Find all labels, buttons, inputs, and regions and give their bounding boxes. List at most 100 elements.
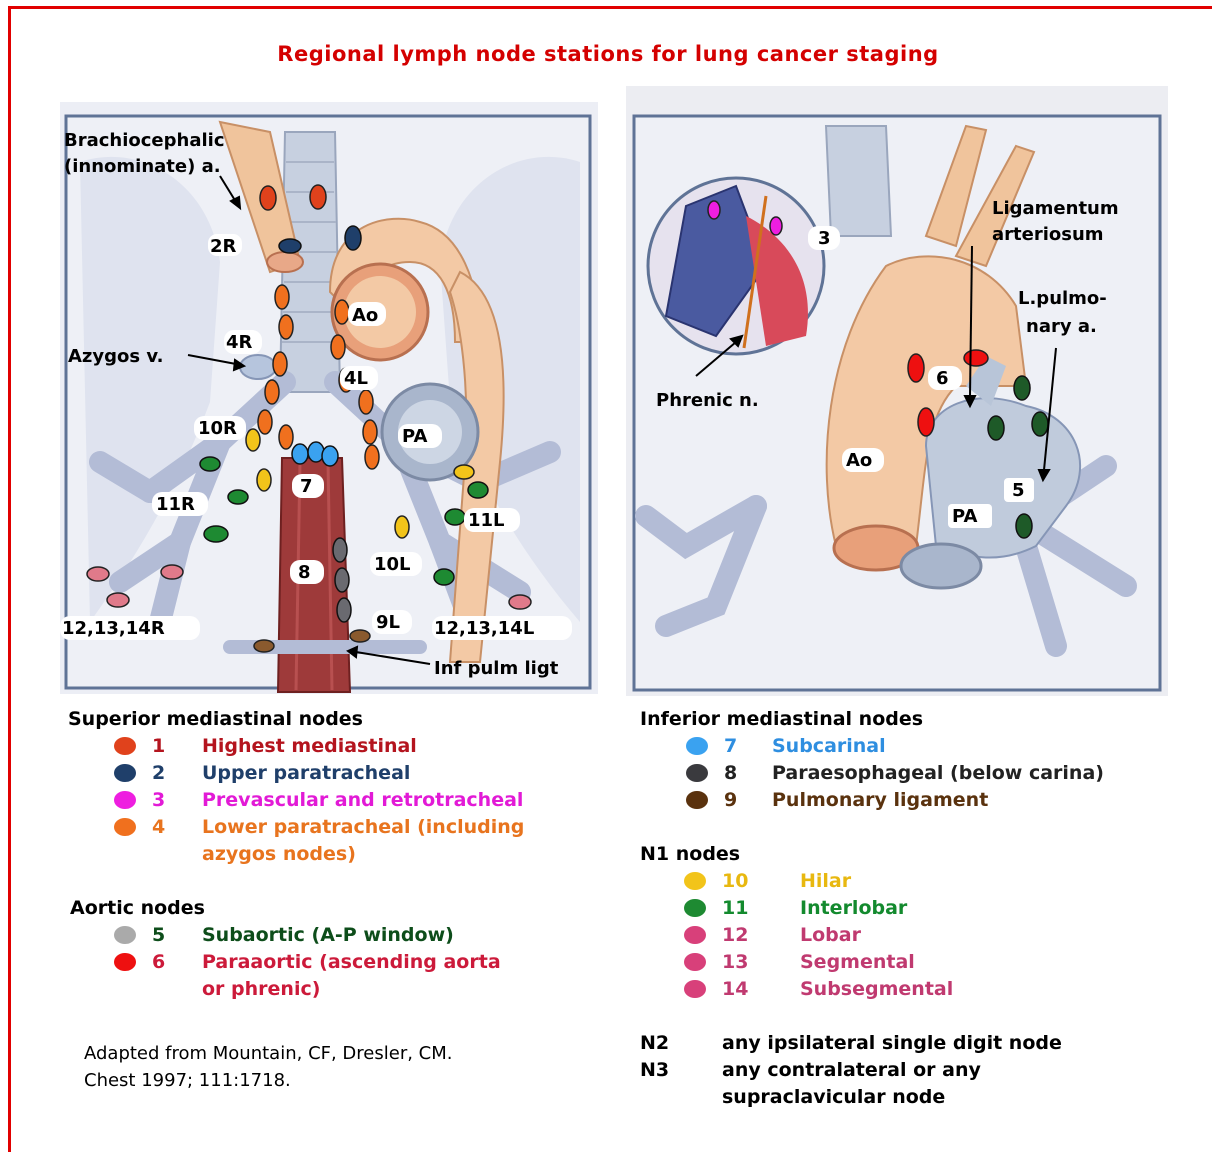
legend-item-7: 7 Subcarinal <box>640 733 1200 760</box>
label-inf-pulm-ligt: Inf pulm ligt <box>434 658 559 679</box>
label-ligamentum: Ligamentum <box>992 198 1119 219</box>
node-dot-10 <box>684 872 706 890</box>
legend-num-8: 8 <box>724 760 737 787</box>
left-anatomy-illustration: Brachiocephalic (innominate) a. Azygos v… <box>60 102 598 694</box>
legend-item-12: 12 Lobar <box>640 922 1200 949</box>
legend-label-11: Interlobar <box>800 895 907 922</box>
node-dot-13 <box>684 953 706 971</box>
legend-label-7: Subcarinal <box>772 733 886 760</box>
legend-item-3: 3 Prevascular and retrotracheal <box>68 787 608 814</box>
node-dot-5 <box>114 926 136 944</box>
legend-item-8: 8 Paraesophageal (below carina) <box>640 760 1200 787</box>
legend-num-12: 12 <box>722 922 748 949</box>
legend-label-14: Subsegmental <box>800 976 953 1003</box>
legend-num-13: 13 <box>722 949 748 976</box>
legend-num-9: 9 <box>724 787 737 814</box>
legend-label-3: Prevascular and retrotracheal <box>202 787 523 814</box>
page-title: Regional lymph node stations for lung ca… <box>0 42 1216 66</box>
legend-num-14: 14 <box>722 976 748 1003</box>
label-phrenic: Phrenic n. <box>656 390 759 411</box>
label-4l: 4L <box>344 368 368 389</box>
legend-num-10: 10 <box>722 868 748 895</box>
label-8: 8 <box>298 562 311 583</box>
legend-superior: Superior mediastinal nodes 1 Highest med… <box>68 706 608 868</box>
legend-num-4: 4 <box>152 814 165 841</box>
legend-item-6: 6 Paraaortic (ascending aorta <box>70 949 610 976</box>
legend-label-4-line2: azygos nodes) <box>202 841 356 868</box>
label-10l: 10L <box>374 554 411 575</box>
label-2r: 2R <box>210 236 237 257</box>
node-dot-3 <box>114 791 136 809</box>
node-dot-12 <box>684 926 706 944</box>
n2-code: N2 <box>640 1030 669 1057</box>
legend-num-2: 2 <box>152 760 165 787</box>
node-dot-7 <box>686 737 708 755</box>
label-ao-left: Ao <box>352 305 378 326</box>
node-dot-4 <box>114 818 136 836</box>
node-dot-1 <box>114 737 136 755</box>
legend-item-4: 4 Lower paratracheal (including <box>68 814 608 841</box>
legend-item-10: 10 Hilar <box>640 868 1200 895</box>
legend-label-6: Paraaortic (ascending aorta <box>202 949 501 976</box>
label-innominate: (innominate) a. <box>64 156 221 177</box>
left-anatomy-panel: Brachiocephalic (innominate) a. Azygos v… <box>60 102 598 694</box>
legend-label-5: Subaortic (A-P window) <box>202 922 454 949</box>
n3-text: any contralateral or any <box>722 1057 981 1084</box>
label-11r: 11R <box>156 494 195 515</box>
legend-label-2: Upper paratracheal <box>202 760 410 787</box>
label-12-13-14r: 12,13,14R <box>62 618 165 639</box>
legend-num-3: 3 <box>152 787 165 814</box>
label-11l: 11L <box>468 510 505 531</box>
label-azygos: Azygos v. <box>68 346 163 367</box>
legend-n1: N1 nodes 10 Hilar 11 Interlobar 12 Lobar… <box>640 841 1200 1003</box>
label-4r: 4R <box>226 332 253 353</box>
legend-inferior: Inferior mediastinal nodes 7 Subcarinal … <box>640 706 1200 814</box>
label-pa-right: PA <box>952 506 978 527</box>
n3-text-line2: supraclavicular node <box>722 1084 945 1111</box>
legend-item-4-cont: azygos nodes) <box>68 841 608 868</box>
label-brachiocephalic: Brachiocephalic <box>64 130 225 151</box>
legend-item-11: 11 Interlobar <box>640 895 1200 922</box>
label-7: 7 <box>300 476 313 497</box>
legend-label-10: Hilar <box>800 868 851 895</box>
node-dot-11 <box>684 899 706 917</box>
n2-text: any ipsilateral single digit node <box>722 1030 1062 1057</box>
citation: Adapted from Mountain, CF, Dresler, CM. … <box>84 1040 453 1094</box>
label-9l: 9L <box>376 612 400 633</box>
label-3: 3 <box>818 228 831 249</box>
legend-label-8: Paraesophageal (below carina) <box>772 760 1104 787</box>
node-dot-8 <box>686 764 708 782</box>
label-arteriosum: arteriosum <box>992 224 1104 245</box>
n3-code: N3 <box>640 1057 669 1084</box>
label-pa-left: PA <box>402 426 428 447</box>
legend-label-4: Lower paratracheal (including <box>202 814 524 841</box>
legend-num-7: 7 <box>724 733 737 760</box>
legend-num-5: 5 <box>152 922 165 949</box>
legend-superior-header: Superior mediastinal nodes <box>68 706 608 733</box>
right-anatomy-illustration: 3 Ligamentum arteriosum L.pulmo- nary a.… <box>626 86 1168 696</box>
legend-label-13: Segmental <box>800 949 915 976</box>
label-12-13-14l: 12,13,14L <box>434 618 534 639</box>
legend-item-9: 9 Pulmonary ligament <box>640 787 1200 814</box>
legend-item-1: 1 Highest mediastinal <box>68 733 608 760</box>
legend-aortic: Aortic nodes 5 Subaortic (A-P window) 6 … <box>70 895 610 1003</box>
label-6: 6 <box>936 368 949 389</box>
citation-line-1: Adapted from Mountain, CF, Dresler, CM. <box>84 1040 453 1067</box>
citation-line-2: Chest 1997; 111:1718. <box>84 1067 453 1094</box>
label-5: 5 <box>1012 480 1025 501</box>
label-l-pulmonary: L.pulmo- <box>1018 288 1107 309</box>
legend-item-13: 13 Segmental <box>640 949 1200 976</box>
legend-inferior-header: Inferior mediastinal nodes <box>640 706 1200 733</box>
legend-num-6: 6 <box>152 949 165 976</box>
right-anatomy-panel: 3 Ligamentum arteriosum L.pulmo- nary a.… <box>626 86 1168 696</box>
node-dot-14 <box>684 980 706 998</box>
legend-num-11: 11 <box>722 895 748 922</box>
node-dot-2 <box>114 764 136 782</box>
legend-aortic-header: Aortic nodes <box>70 895 610 922</box>
label-ao-right: Ao <box>846 450 872 471</box>
label-10r: 10R <box>198 418 237 439</box>
legend-item-14: 14 Subsegmental <box>640 976 1200 1003</box>
legend-label-9: Pulmonary ligament <box>772 787 988 814</box>
legend-label-1: Highest mediastinal <box>202 733 417 760</box>
node-dot-9 <box>686 791 708 809</box>
